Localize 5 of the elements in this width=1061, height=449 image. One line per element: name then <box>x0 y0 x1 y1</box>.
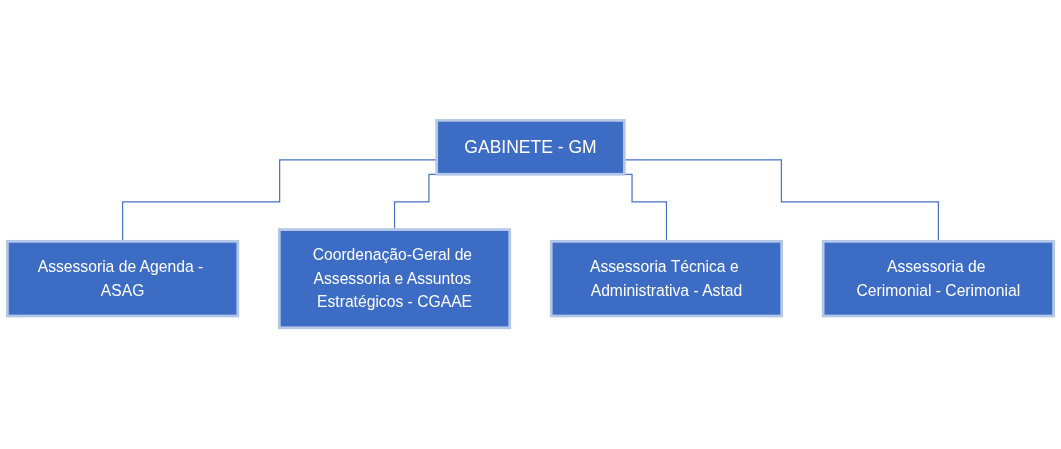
node-box: Coordenação-Geral de Assessoria e Assuntos Estratégicos - CGAAE <box>277 228 512 330</box>
node-box: Assessoria de Agenda - ASAG <box>6 240 240 318</box>
node-box: GABINETE - GM <box>435 119 626 177</box>
node-box: Assessoria Técnica e Administrativa - Astad <box>549 240 784 318</box>
node-box: Assessoria de Cerimonial - Cerimonial <box>821 240 1055 318</box>
